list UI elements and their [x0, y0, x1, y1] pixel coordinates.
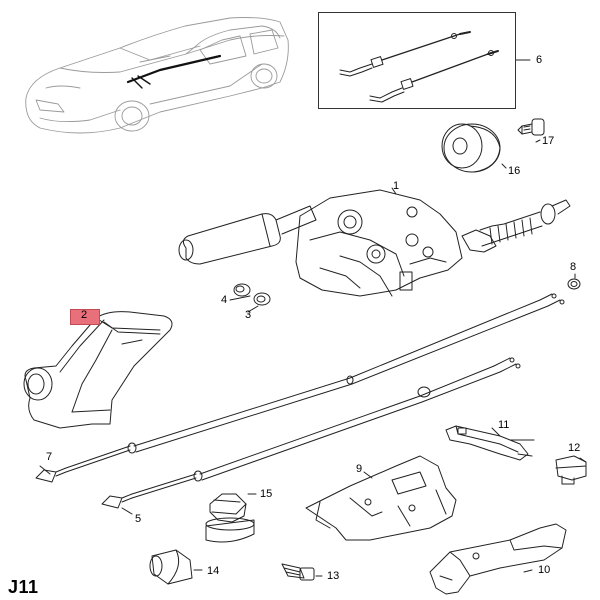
- part-label-12[interactable]: 12: [568, 442, 581, 454]
- part-16-pad: [441, 123, 501, 173]
- part-label-3[interactable]: 3: [245, 309, 252, 321]
- part-11-bracket: [445, 425, 535, 461]
- part-1-handbrake-lever: [178, 189, 571, 297]
- leader-7: [39, 465, 51, 475]
- part-label-9[interactable]: 9: [356, 463, 363, 475]
- part-10-bracket: [429, 523, 567, 595]
- part-label-2[interactable]: 2: [81, 309, 88, 321]
- part-2-highlight: [70, 309, 100, 325]
- part-8-clip: [567, 278, 581, 290]
- part-label-16[interactable]: 16: [508, 165, 521, 177]
- leader-5: [121, 507, 133, 515]
- leader-11: [491, 427, 501, 437]
- leader-4: [229, 295, 251, 301]
- part-label-15[interactable]: 15: [260, 488, 273, 500]
- part-label-13[interactable]: 13: [327, 570, 340, 582]
- part-label-10[interactable]: 10: [538, 564, 551, 576]
- part-5-cable: [101, 357, 521, 509]
- part-7-cable: [35, 293, 565, 483]
- leader-3: [247, 305, 259, 313]
- leader-9: [363, 471, 373, 479]
- part-2-boot: [23, 311, 173, 429]
- part-15-clip: [205, 493, 255, 543]
- part-9-plate: [305, 455, 457, 541]
- leader-17: [535, 139, 541, 143]
- part-6-cables: [339, 31, 499, 103]
- leader-1: [391, 187, 397, 195]
- part-label-1[interactable]: 1: [393, 180, 400, 192]
- part-6-inset-frame: [318, 12, 516, 109]
- leader-12: [579, 457, 587, 463]
- leader-10: [523, 569, 533, 573]
- part-4-bushing: [233, 283, 251, 297]
- part-17-bolt: [517, 118, 545, 136]
- part-label-11[interactable]: 11: [498, 419, 510, 431]
- part-label-6[interactable]: 6: [536, 54, 543, 66]
- car-cable-highlight: [126, 54, 222, 84]
- part-3-nut: [253, 292, 271, 306]
- part-label-5[interactable]: 5: [135, 513, 142, 525]
- part-label-8[interactable]: 8: [570, 261, 577, 273]
- part-label-7[interactable]: 7: [46, 451, 53, 463]
- part-13-screw: [281, 563, 315, 581]
- part-14-sleeve: [149, 549, 193, 585]
- part-label-4[interactable]: 4: [221, 294, 228, 306]
- part-12-clip: [555, 455, 587, 485]
- leader-16: [501, 163, 507, 169]
- figure-code: J11: [8, 577, 39, 597]
- car-illustration: [25, 17, 289, 134]
- part-label-17[interactable]: 17: [542, 135, 555, 147]
- part-label-14[interactable]: 14: [207, 565, 220, 577]
